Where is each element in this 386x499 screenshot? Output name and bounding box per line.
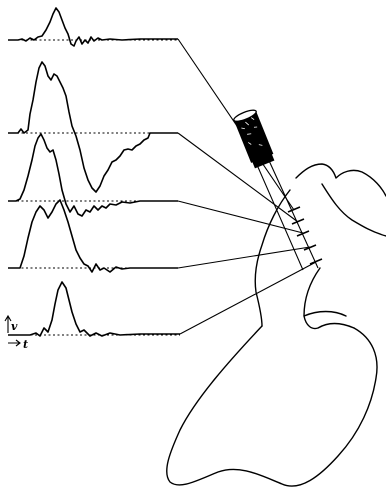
trace-5-waveform <box>8 282 180 336</box>
axis-key: v t <box>5 316 28 351</box>
aortic-root-outline <box>304 268 354 329</box>
trace-4-waveform <box>8 200 178 272</box>
trace-3-waveform <box>8 134 178 216</box>
beam-edge-right <box>266 154 318 268</box>
axis-key-t-label: t <box>23 338 28 351</box>
trace-2-waveform <box>8 62 178 192</box>
velocity-trace-1 <box>8 8 294 210</box>
trace-5-leader-line <box>180 262 316 334</box>
beam-edge-left <box>254 158 303 270</box>
ventricle-inner-curve <box>304 312 346 317</box>
axis-key-horizontal-arrow <box>8 340 20 346</box>
velocity-trace-5 <box>8 262 316 336</box>
axis-key-v-label: v <box>11 320 18 333</box>
trace-4-leader-line <box>178 247 310 268</box>
trace-2-leader-line <box>178 133 298 222</box>
sample-volume-ticks <box>288 207 322 264</box>
ultrasound-probe-icon <box>233 108 276 168</box>
ultrasound-beam <box>254 154 318 270</box>
aortic-arch-outline <box>296 164 386 196</box>
ventricle-outline <box>167 326 377 486</box>
heart-outline <box>167 164 386 486</box>
ascending-aorta-left-wall <box>255 190 290 326</box>
ascending-aorta-right-wall <box>322 184 386 236</box>
sample-tick-1 <box>288 207 300 212</box>
